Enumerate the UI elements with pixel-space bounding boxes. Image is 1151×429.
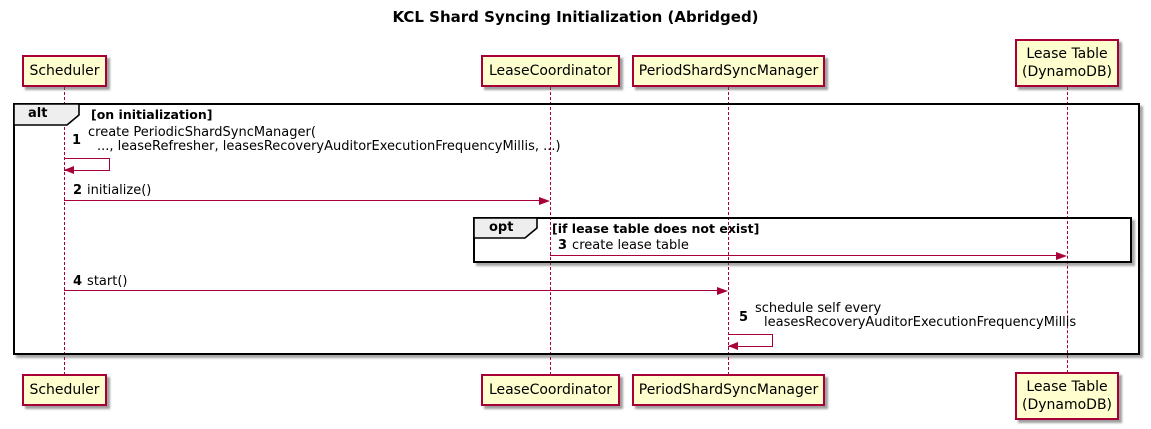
message-5-line2: leasesRecoveryAuditorExecutionFrequencyM… <box>764 315 1077 330</box>
alt-label-shape <box>13 103 80 126</box>
message-1-self-arrow <box>64 158 110 171</box>
message-3-number: 3 <box>558 238 568 253</box>
opt-condition: [if lease table does not exist] <box>552 221 760 236</box>
message-5-arrowhead <box>728 342 738 350</box>
message-1-arrowhead <box>64 166 74 174</box>
message-5-line1: schedule self every <box>755 301 882 316</box>
participant-label: LeaseCoordinator <box>488 381 613 398</box>
opt-label-shape <box>473 217 538 239</box>
message-4-arrow-line <box>64 290 718 291</box>
participant-periodshardsyncmanager-bottom: PeriodShardSyncManager <box>632 374 825 406</box>
participant-label-line2: (DynamoDB) <box>1021 397 1113 413</box>
alt-frame <box>13 103 1140 355</box>
lifeline-scheduler <box>64 87 65 375</box>
participant-label: PeriodShardSyncManager <box>638 62 819 79</box>
alt-label: alt <box>28 106 48 121</box>
message-4-number: 4 <box>73 274 83 289</box>
message-3-arrow-line <box>550 255 1057 256</box>
message-2-text: initialize() <box>87 183 152 198</box>
message-2-number: 2 <box>73 183 83 198</box>
participant-label: PeriodShardSyncManager <box>638 381 819 398</box>
participant-leasecoordinator-bottom: LeaseCoordinator <box>481 374 620 406</box>
diagram-title: KCL Shard Syncing Initialization (Abridg… <box>392 8 759 26</box>
participant-label: Lease Table <box>1026 378 1108 395</box>
participant-scheduler-top: Scheduler <box>22 55 107 87</box>
message-4-text: start() <box>87 274 128 289</box>
opt-frame <box>473 217 1132 263</box>
participant-label: LeaseCoordinator <box>488 62 613 79</box>
message-5-self-arrow <box>728 334 773 347</box>
message-5-number: 5 <box>739 310 749 325</box>
participant-leasetable-top: Lease Table (DynamoDB) <box>1015 39 1119 87</box>
lifeline-leasecoordinator <box>550 87 551 375</box>
message-1-label: create PeriodicShardSyncManager( ..., le… <box>88 126 561 154</box>
participant-leasetable-bottom: Lease Table (DynamoDB) <box>1015 372 1119 420</box>
message-2-label: 2 initialize() <box>73 184 151 198</box>
message-2-arrow-line <box>64 200 540 201</box>
lifeline-periodshardsyncmanager <box>728 87 729 375</box>
message-3-text: create lease table <box>572 238 689 253</box>
message-3-label: 3 create lease table <box>558 239 689 253</box>
message-2-arrowhead <box>539 197 550 205</box>
message-1-line1: create PeriodicShardSyncManager( <box>88 125 316 140</box>
message-3-arrowhead <box>1056 252 1067 260</box>
opt-label: opt <box>489 220 514 235</box>
participant-label: Lease Table <box>1026 45 1108 62</box>
alt-condition: [on initialization] <box>91 107 213 122</box>
participant-label-line2: (DynamoDB) <box>1021 64 1113 80</box>
participant-label: Scheduler <box>29 381 100 398</box>
participant-periodshardsyncmanager-top: PeriodShardSyncManager <box>632 55 825 87</box>
message-4-label: 4 start() <box>73 275 127 289</box>
message-5-label: schedule self every leasesRecoveryAudito… <box>755 302 1076 330</box>
message-4-arrowhead <box>717 287 728 295</box>
message-1-number: 1 <box>72 133 82 148</box>
message-1-line2: ..., leaseRefresher, leasesRecoveryAudit… <box>97 139 561 154</box>
participant-leasecoordinator-top: LeaseCoordinator <box>481 55 620 87</box>
lifeline-leasetable <box>1067 87 1068 373</box>
participant-label: Scheduler <box>29 62 100 79</box>
participant-scheduler-bottom: Scheduler <box>22 374 107 406</box>
